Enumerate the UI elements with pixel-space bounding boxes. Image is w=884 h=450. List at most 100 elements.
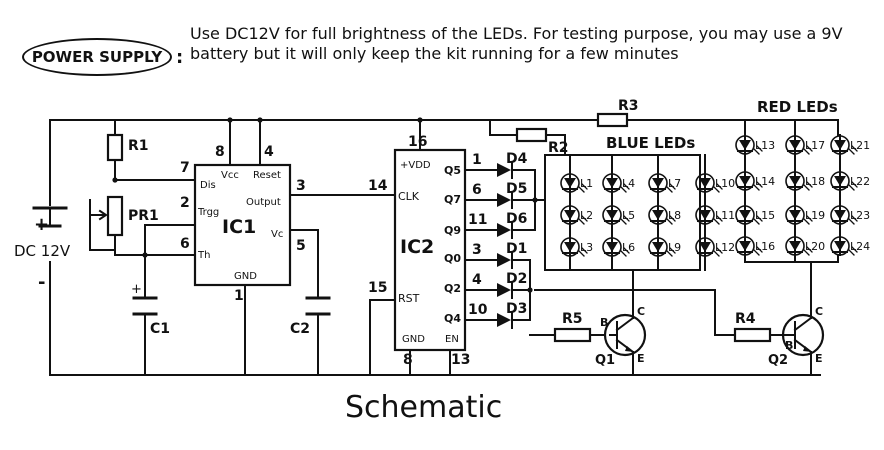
blue-led: L9 xyxy=(648,237,681,257)
red-led-label: L20 xyxy=(805,240,825,253)
red-led: L14 xyxy=(735,171,775,191)
q2-e: E xyxy=(815,352,823,365)
blue-led: L6 xyxy=(602,237,635,257)
q2-b: B xyxy=(785,339,793,352)
ic2-pin-q4: Q4 xyxy=(444,312,461,325)
blue-led-label: L6 xyxy=(622,241,635,254)
red-led-label: L18 xyxy=(805,175,825,188)
ic2-power-wires xyxy=(369,119,451,376)
ic2-pin10: 10 xyxy=(468,302,488,318)
blue-led-label: L7 xyxy=(668,177,681,190)
ic1-name: IC1 xyxy=(222,216,256,238)
blue-led: L11 xyxy=(695,205,735,225)
blue-led-label: L5 xyxy=(622,209,635,222)
red-led-label: L16 xyxy=(755,240,775,253)
ic1-pin-vcc: Vcc xyxy=(221,170,239,181)
blue-led-label: L12 xyxy=(715,241,735,254)
ic2-pin-en: EN xyxy=(445,334,459,345)
diode-bus-wires xyxy=(511,169,536,321)
red-leds-title: RED LEDs xyxy=(757,98,838,116)
blue-led: L4 xyxy=(602,173,635,193)
ic2-pin14: 14 xyxy=(368,178,388,194)
ic1-pin1: 1 xyxy=(234,288,244,304)
supply-label: DC 12V xyxy=(14,242,71,260)
ic1-pin-th: Th xyxy=(197,250,210,261)
supply-note: Use DC12V for full brightness of the LED… xyxy=(190,24,843,63)
red-led-label: L17 xyxy=(805,139,825,152)
capacitor-c1 xyxy=(132,296,158,316)
blue-led-label: L10 xyxy=(715,177,735,190)
red-led-label: L22 xyxy=(850,175,870,188)
red-led: L24 xyxy=(830,236,870,256)
r1-label: R1 xyxy=(128,138,149,154)
blue-led-label: L1 xyxy=(580,177,593,190)
ic1-pin-reset: Reset xyxy=(253,170,281,181)
ic2-pin-vdd: +VDD xyxy=(400,160,431,171)
ic2-output-wires xyxy=(464,169,498,321)
power-supply-badge: POWER SUPPLY xyxy=(22,38,172,76)
d2-label: D2 xyxy=(506,271,527,287)
red-led-label: L13 xyxy=(755,139,775,152)
blue-leds-title: BLUE LEDs xyxy=(606,134,695,152)
r3-label: R3 xyxy=(618,98,639,114)
ic2-pin13: 13 xyxy=(451,352,470,368)
red-led: L20 xyxy=(785,236,825,256)
supply-plus: + xyxy=(34,214,49,235)
red-led-label: L21 xyxy=(850,139,870,152)
ic1-pin3: 3 xyxy=(296,178,306,194)
supply-minus: - xyxy=(38,272,45,293)
ic1-pin6: 6 xyxy=(180,236,190,252)
power-supply-label: POWER SUPPLY xyxy=(31,48,163,66)
c1-plus: + xyxy=(131,282,142,297)
q2-c: C xyxy=(815,305,823,318)
ic2-pin-q5: Q5 xyxy=(444,164,461,177)
ic2-pin-q7: Q7 xyxy=(444,193,461,206)
ic1-pin5: 5 xyxy=(296,238,306,254)
blue-led: L5 xyxy=(602,205,635,225)
ic1-pin-gnd: GND xyxy=(234,271,257,282)
blue-led-label: L11 xyxy=(715,209,735,222)
ic1-pin4: 4 xyxy=(264,144,274,160)
red-led: L15 xyxy=(735,205,775,225)
badge-colon: : xyxy=(176,47,184,68)
ic2-pin1: 1 xyxy=(472,152,482,168)
d1-label: D1 xyxy=(506,241,527,257)
ic2-pin-gnd: GND xyxy=(402,334,425,345)
red-led: L17 xyxy=(785,135,825,155)
r4-label: R4 xyxy=(735,311,756,327)
red-led: L16 xyxy=(735,236,775,256)
junction-dot xyxy=(227,117,233,123)
ic2-pin8: 8 xyxy=(403,352,413,368)
red-led-label: L19 xyxy=(805,209,825,222)
ic2-pin-q9: Q9 xyxy=(444,224,461,237)
blue-led-label: L9 xyxy=(668,241,681,254)
transistor-q2 xyxy=(769,313,825,357)
resistor-r3 xyxy=(596,112,629,128)
ic1-pin-dis: Dis xyxy=(200,180,216,191)
ic1-power-wires xyxy=(229,119,261,376)
pr1-wiper xyxy=(89,199,116,251)
blue-bank-wires xyxy=(534,154,701,271)
junction-dot xyxy=(527,287,533,293)
dc-supply-battery xyxy=(32,206,68,228)
q2-label: Q2 xyxy=(768,353,788,368)
resistor-r1 xyxy=(106,133,124,162)
ic1-pin-vc: Vc xyxy=(271,229,283,240)
c2-label: C2 xyxy=(290,321,310,337)
ic2-name: IC2 xyxy=(400,236,434,258)
r2-label: R2 xyxy=(548,140,569,156)
blue-led: L2 xyxy=(560,205,593,225)
ic2-pin-q0: Q0 xyxy=(444,252,461,265)
red-bank-wires xyxy=(744,119,839,263)
resistor-r2 xyxy=(515,127,548,143)
junction-dot xyxy=(112,177,118,183)
schematic-caption: Schematic xyxy=(345,390,503,425)
ic1-pin-trgg: Trgg xyxy=(197,207,219,218)
blue-led: L12 xyxy=(695,237,735,257)
ic2-pin-clk: CLK xyxy=(398,190,420,203)
red-led: L22 xyxy=(830,171,870,191)
blue-led: L3 xyxy=(560,237,593,257)
junction-dot xyxy=(532,197,538,203)
